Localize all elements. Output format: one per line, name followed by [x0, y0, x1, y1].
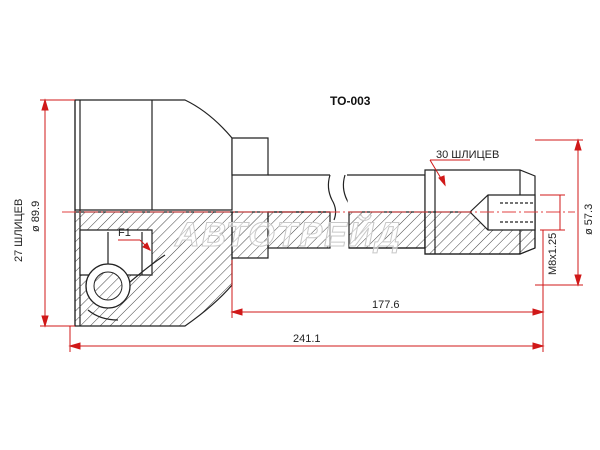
inner-diameter-label: ø 57.3: [583, 204, 595, 235]
marker-label: F1: [118, 227, 131, 239]
outer-diameter-label: ø 89.9: [30, 201, 42, 232]
thread-label: M8x1.25: [547, 233, 559, 275]
overall-length-label: 241.1: [293, 333, 321, 345]
dimension-lines: [40, 98, 583, 352]
shaft: [231, 137, 536, 259]
outer-splines-label: 27 ШЛИЦЕВ: [13, 199, 25, 262]
watermark-logo: АВТОТРЕЙД: [174, 215, 402, 254]
part-number-title: TO-003: [330, 94, 371, 108]
joint-housing: [74, 99, 233, 327]
stem-length-label: 177.6: [372, 299, 400, 311]
inner-splines-label: 30 ШЛИЦЕВ: [436, 149, 499, 161]
